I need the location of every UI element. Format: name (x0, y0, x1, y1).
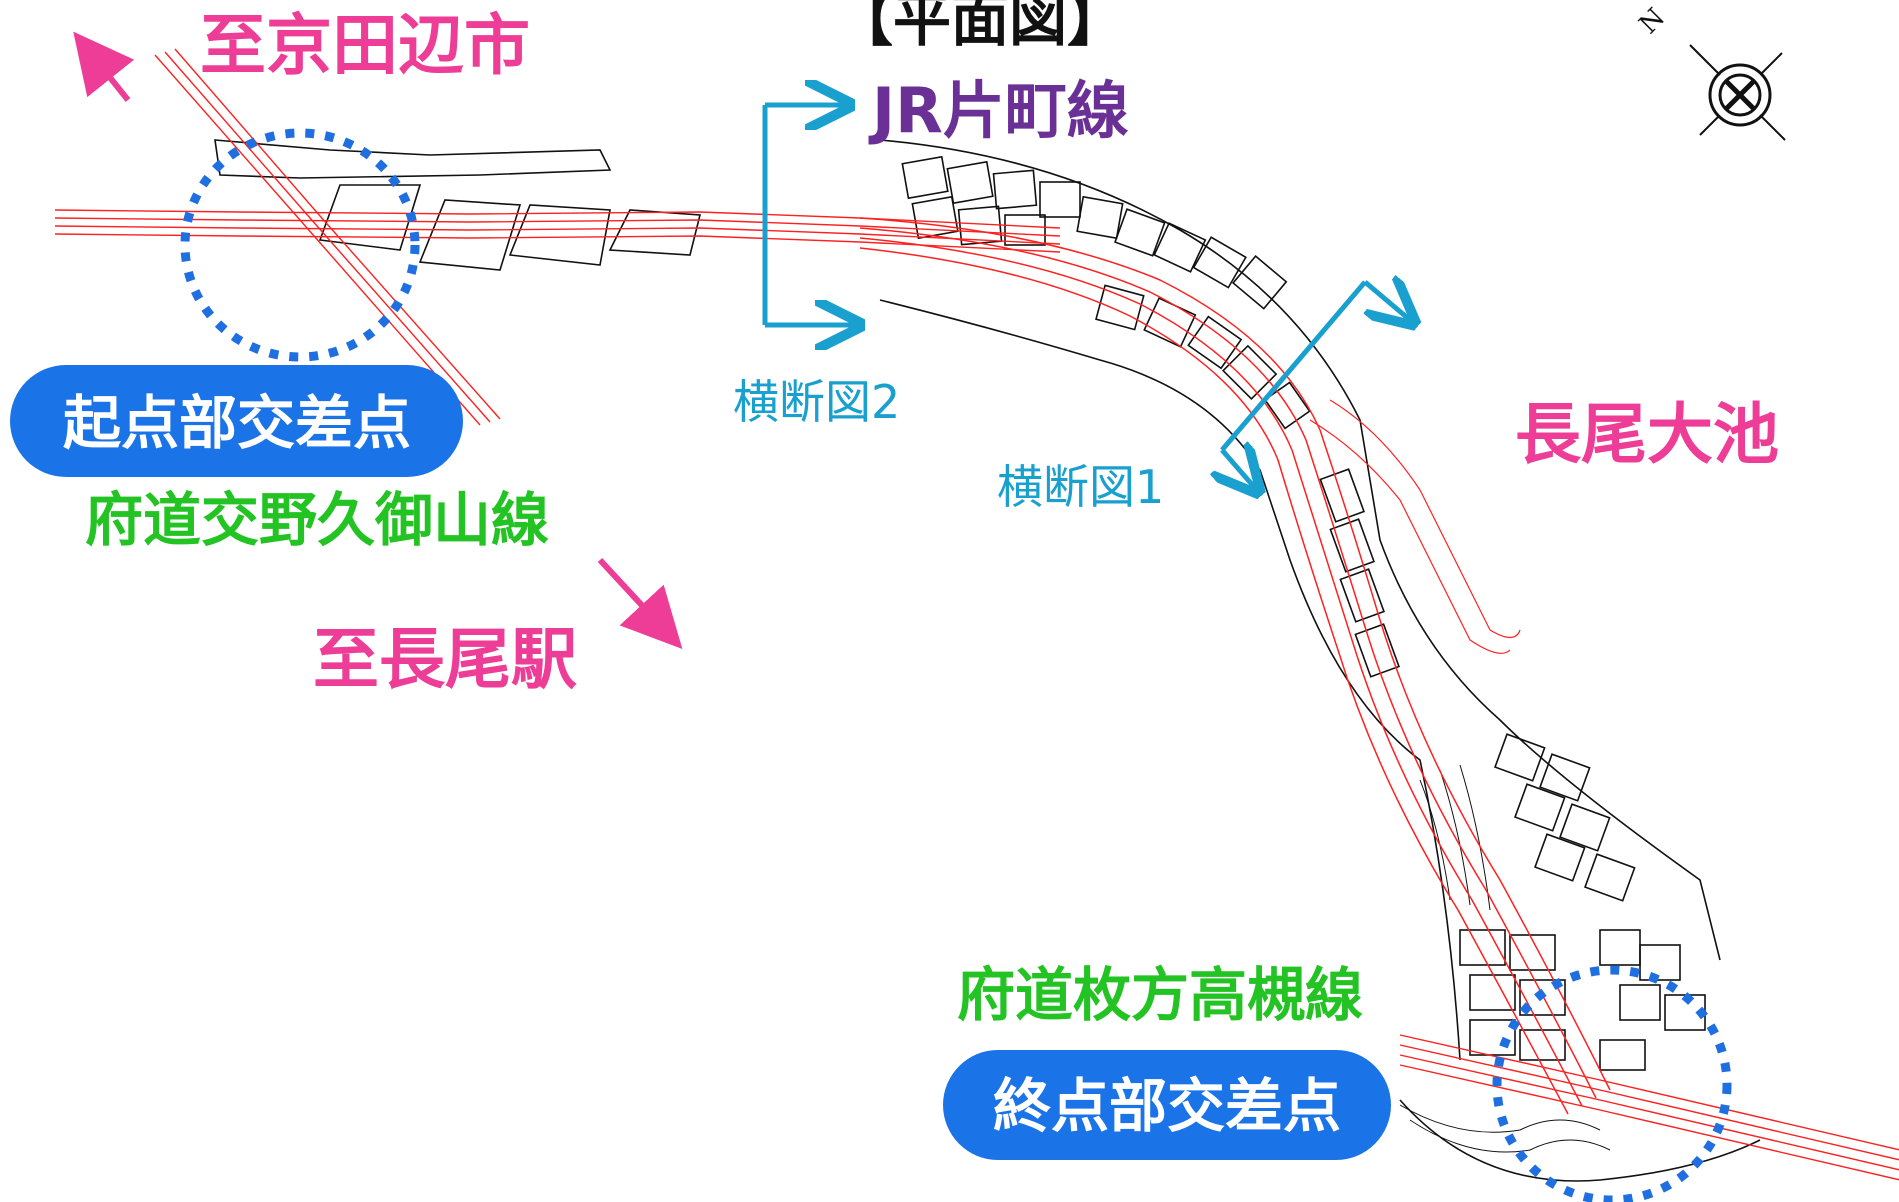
pond-label: 長尾大池 (1515, 396, 1779, 473)
road-plan (54, 48, 1899, 1181)
to-kyotanabe-label: 至京田辺市 (200, 7, 530, 84)
arrow-to-kyotanabe-icon (73, 31, 135, 102)
north-label: N (1634, 3, 1671, 40)
section2-marker (762, 105, 855, 325)
end-intersection-circle (1492, 965, 1732, 1202)
section1-marker (1222, 282, 1410, 488)
start-intersection-label: 起点部交差点 (10, 365, 463, 477)
end-intersection-label: 終点部交差点 (943, 1050, 1391, 1160)
map-title: 【平面図】 (835, 0, 1125, 54)
north-arrow-icon (1689, 44, 1786, 141)
start-road-label: 府道交野久御山線 (85, 486, 549, 554)
end-road-label: 府道枚方高槻線 (957, 961, 1363, 1029)
building-blocks (214, 139, 1761, 1182)
start-intersection-text: 起点部交差点 (63, 389, 411, 457)
start-intersection-circle (180, 128, 420, 362)
end-intersection-text: 終点部交差点 (993, 1072, 1341, 1140)
railway-label: JR片町線 (868, 74, 1129, 147)
section1-label: 横断図1 (997, 460, 1164, 514)
arrow-to-nagao-station-icon (597, 557, 683, 650)
section2-label: 横断図2 (733, 375, 900, 429)
to-nagao-station-label: 至長尾駅 (313, 621, 577, 698)
